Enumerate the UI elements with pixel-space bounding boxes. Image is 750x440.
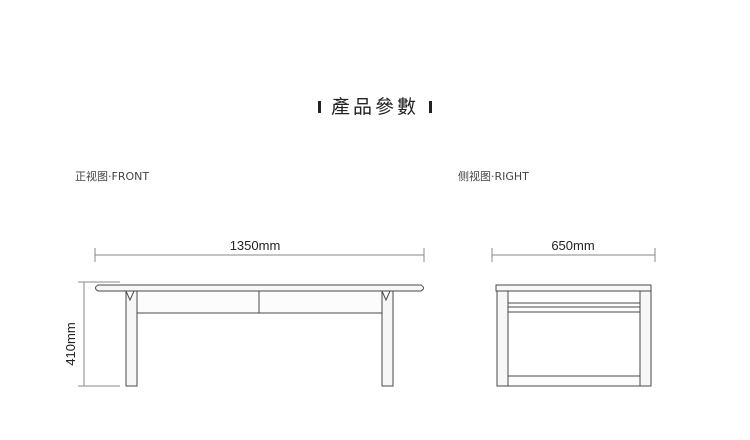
page-title: 產品參數	[0, 92, 750, 119]
front-left-leg	[125, 290, 138, 387]
front-tabletop	[95, 284, 424, 292]
right-tabletop	[495, 284, 652, 292]
right-view-label: 侧视图·RIGHT	[458, 170, 529, 183]
right-lower-rail	[507, 375, 641, 387]
title-left-bar	[317, 101, 321, 113]
right-width-label: 650mm	[551, 238, 594, 253]
front-right-leg	[381, 290, 394, 387]
right-width-dimension	[491, 248, 656, 262]
front-width-dimension	[94, 248, 425, 262]
right-left-leg	[496, 290, 509, 387]
front-view-drawing	[78, 248, 425, 387]
title-right-bar	[429, 101, 432, 113]
front-width-label: 1350mm	[230, 238, 281, 253]
front-height-label: 410mm	[63, 322, 78, 365]
title-text: 產品參數	[330, 96, 419, 118]
right-view-drawing	[491, 248, 656, 387]
front-height-dimension	[78, 281, 120, 387]
front-view-label: 正视图·FRONT	[75, 170, 150, 183]
right-right-leg	[639, 290, 652, 387]
